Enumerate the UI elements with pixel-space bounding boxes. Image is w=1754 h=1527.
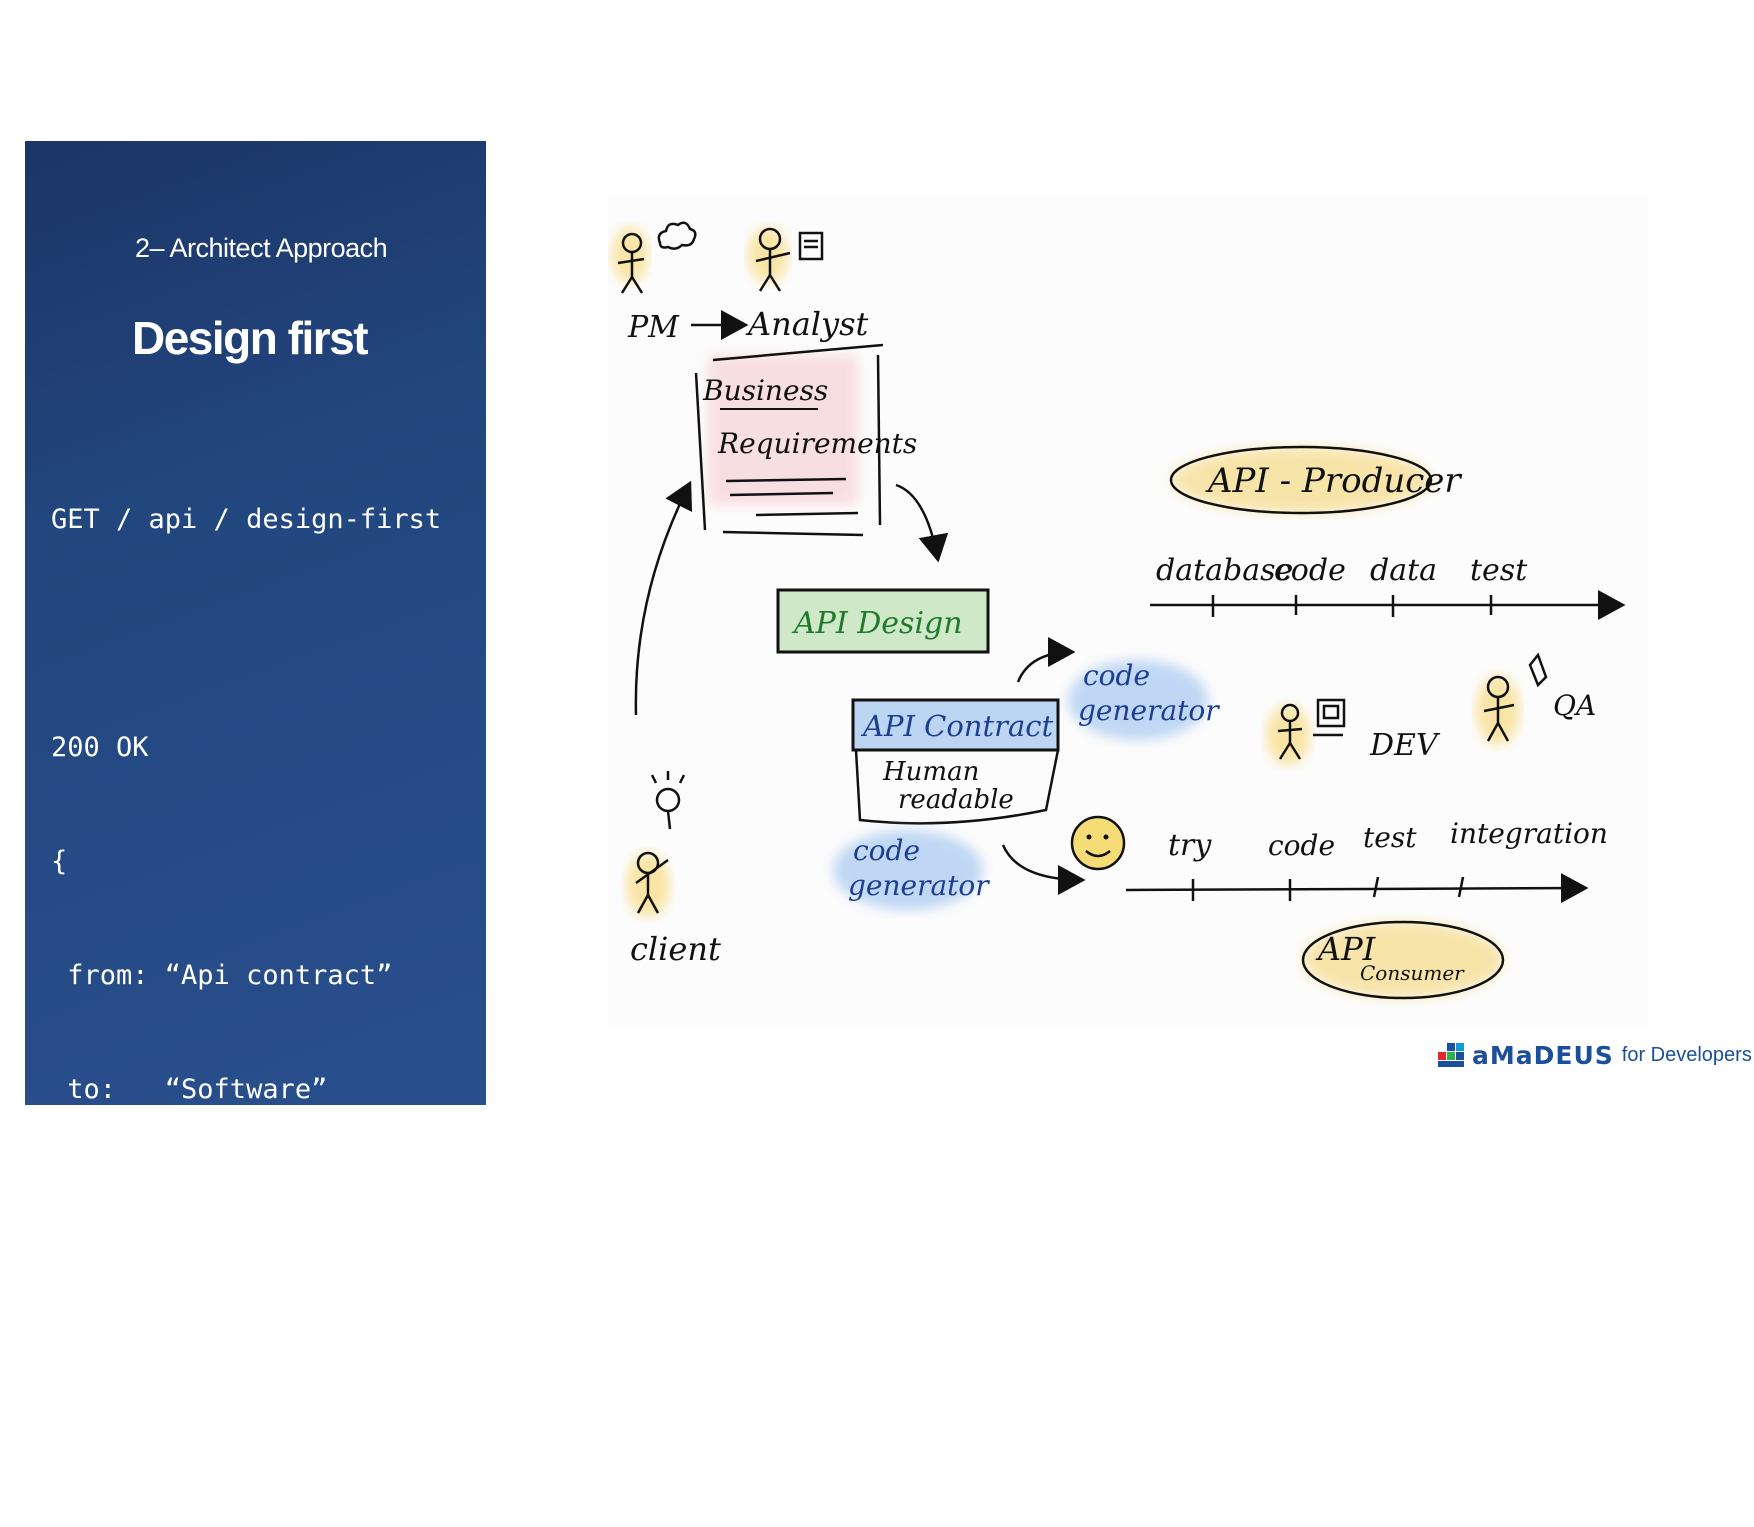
code-line: from: “Api contract”	[51, 960, 393, 991]
code-line: }	[51, 1416, 68, 1447]
diagram-svg: PM Analyst Business Requirements API Des…	[612, 221, 1626, 1000]
producer-step: code	[1274, 553, 1346, 588]
client-figure-icon	[626, 771, 686, 917]
code-generator-label-2b: generator	[848, 869, 990, 902]
code-line: ​	[51, 615, 441, 653]
logo-subtitle: for Developers	[1621, 1043, 1752, 1066]
consumer-step: test	[1363, 821, 1417, 854]
code-line: {	[51, 846, 68, 877]
code-line: GET / api / design-first	[51, 504, 442, 535]
producer-step: data	[1370, 553, 1437, 588]
api-contract-label: API Contract	[860, 709, 1054, 743]
client-label: client	[630, 930, 721, 968]
slide-title: Design first	[132, 312, 369, 364]
consumer-step: try	[1168, 828, 1212, 863]
code-line: via: “code generator”	[51, 1302, 409, 1333]
api-producer-label: API - Producer	[1205, 461, 1462, 501]
producer-step: test	[1470, 553, 1528, 588]
code-line: 200 OK	[51, 732, 149, 763]
amadeus-mark-icon	[1438, 1043, 1464, 1067]
code-generator-label-1: code	[1083, 659, 1150, 692]
pm-label: PM	[627, 310, 680, 345]
consumer-step: code	[1268, 829, 1335, 862]
api-consumer-badge	[1301, 920, 1505, 1000]
business-label: Business	[702, 374, 828, 407]
api-contract-box	[851, 698, 1060, 825]
slide-subtitle: 2– Architect Approach	[135, 233, 388, 263]
sketch-diagram: PM Analyst Business Requirements API Des…	[608, 195, 1648, 1025]
code-line: ​	[51, 1185, 441, 1223]
analyst-label: Analyst	[745, 305, 869, 343]
pm-figure-icon	[612, 221, 697, 294]
code-generator-label-2: code	[853, 834, 920, 867]
code-line: to: “Software”	[51, 1074, 328, 1105]
qa-figure-icon	[1476, 652, 1548, 745]
code-generator-label-1b: generator	[1078, 694, 1220, 727]
consumer-timeline	[1125, 873, 1589, 904]
api-design-label: API Design	[791, 606, 963, 641]
qa-label: QA	[1553, 689, 1596, 722]
producer-step: database	[1156, 553, 1293, 588]
human-label: Human	[882, 757, 979, 787]
api-producer-badge	[1169, 445, 1433, 515]
developer-figure-icon	[1266, 698, 1346, 765]
logo-wordmark: aMaDEUS	[1472, 1040, 1614, 1070]
amadeus-logo: aMaDEUS for Developers	[1438, 1040, 1752, 1070]
consumer-step: integration	[1450, 817, 1608, 850]
dev-label: DEV	[1369, 728, 1441, 763]
api-design-box	[776, 588, 990, 654]
api-consumer-label: API	[1315, 930, 1377, 968]
code-block: GET / api / design-first ​ 200 OK { from…	[51, 425, 441, 1527]
api-consumer-label-2: Consumer	[1360, 961, 1465, 985]
business-requirements-doc	[694, 343, 884, 537]
requirements-label: Requirements	[717, 427, 917, 460]
readable-label: readable	[898, 785, 1014, 815]
smiley-icon	[1070, 815, 1126, 871]
title-panel: 2– Architect Approach Design first GET /…	[25, 141, 486, 1447]
analyst-figure-icon	[748, 227, 824, 292]
